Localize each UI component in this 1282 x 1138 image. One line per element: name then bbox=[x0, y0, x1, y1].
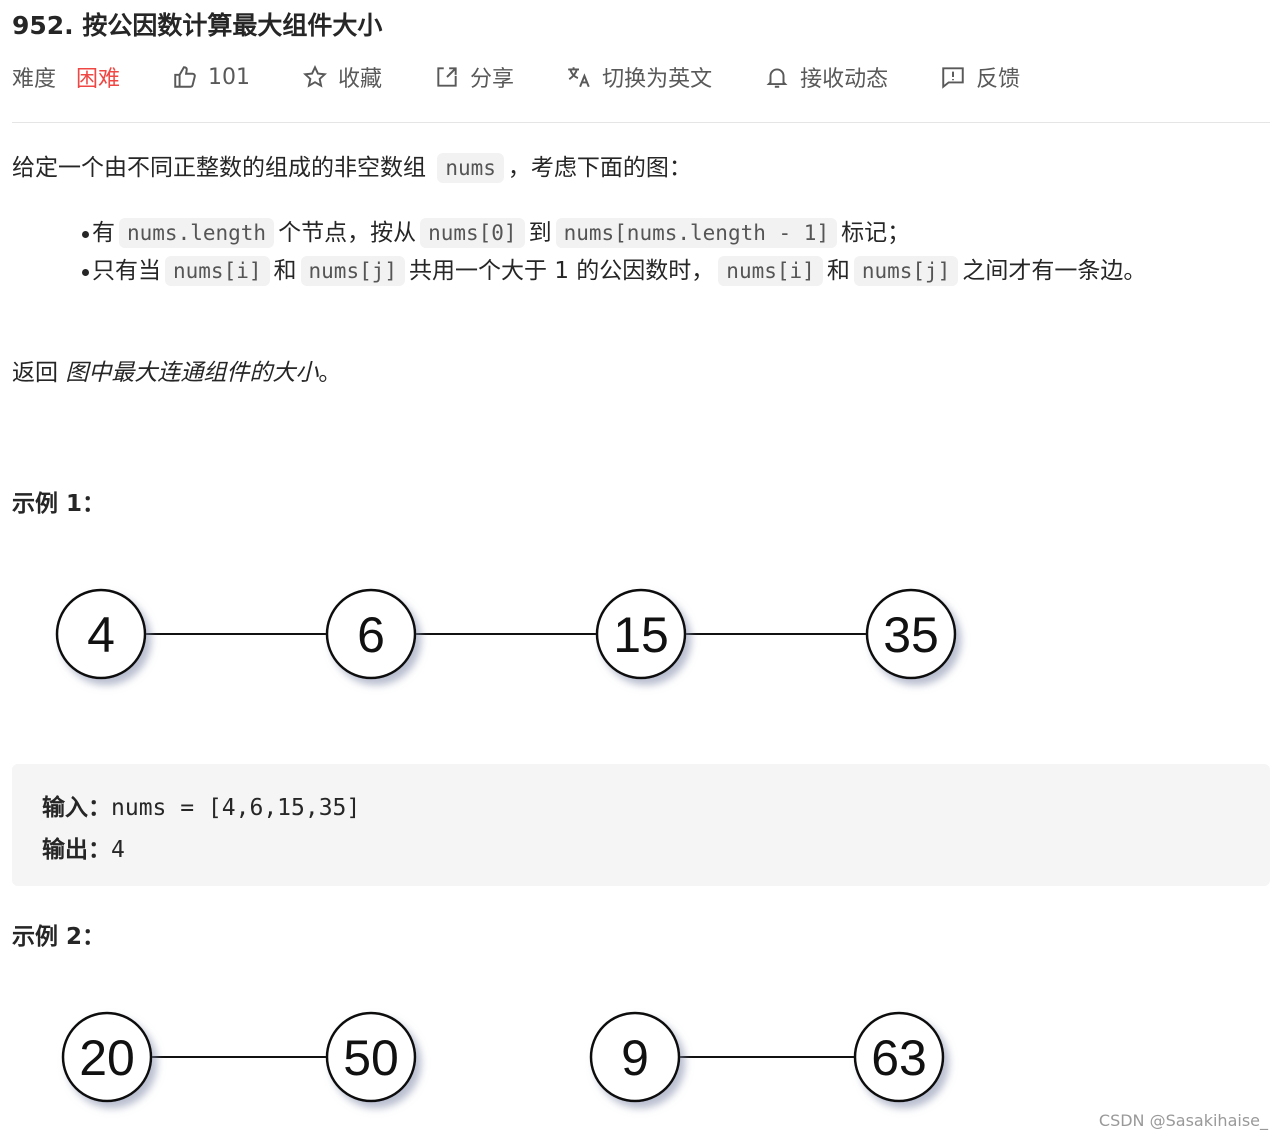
graph-node bbox=[325, 1011, 417, 1103]
code: nums[j] bbox=[300, 256, 406, 286]
divider bbox=[12, 122, 1270, 123]
subscribe-button[interactable]: 接收动态 bbox=[764, 61, 888, 93]
text: 有 bbox=[92, 220, 115, 246]
subscribe-label: 接收动态 bbox=[800, 67, 889, 92]
favorite-label: 收藏 bbox=[338, 67, 383, 92]
code: nums[i] bbox=[718, 256, 823, 286]
text: 。 bbox=[318, 360, 342, 386]
feedback-icon bbox=[942, 67, 964, 89]
like-count: 101 bbox=[208, 64, 251, 90]
example-2-graph: 20 50 9 63 bbox=[61, 1011, 945, 1103]
output-value: 4 bbox=[111, 837, 125, 863]
graph-node-label: 9 bbox=[621, 1030, 649, 1086]
example-1-heading: 示例 1： bbox=[12, 491, 106, 517]
text: ，考虑下面的图： bbox=[507, 155, 692, 181]
code: nums[nums.length - 1] bbox=[555, 218, 838, 248]
text: 标记； bbox=[841, 220, 911, 246]
return-statement: 返回 图中最大连通组件的大小。 bbox=[12, 354, 341, 392]
graph-node-label: 4 bbox=[87, 607, 115, 663]
difficulty: 难度困难 bbox=[12, 61, 120, 93]
graph-node bbox=[325, 588, 417, 680]
code: nums[0] bbox=[420, 218, 525, 248]
graph-node bbox=[61, 1011, 153, 1103]
graph-node-label: 63 bbox=[871, 1030, 927, 1086]
graph-node bbox=[865, 588, 957, 680]
like-button[interactable]: 101 bbox=[172, 64, 250, 90]
code: nums.length bbox=[119, 218, 275, 248]
example-1-code-block: 输入：nums = [4,6,15,35] 输出：4 bbox=[12, 764, 1270, 886]
text: 个节点，按从 bbox=[278, 220, 417, 246]
star-icon bbox=[303, 64, 328, 88]
graph-node bbox=[853, 1011, 945, 1103]
input-value: nums = [4,6,15,35] bbox=[111, 795, 361, 821]
graph-node-label: 6 bbox=[357, 607, 385, 663]
text: 共用一个大于 1 的公因数时， bbox=[409, 258, 715, 284]
example-input: 输入：nums = [4,6,15,35] bbox=[42, 788, 360, 822]
watermark: CSDN @Sasakihaise_ bbox=[1098, 1111, 1268, 1130]
problem-title: 952. 按公因数计算最大组件大小 bbox=[12, 11, 383, 40]
feedback-label: 反馈 bbox=[976, 67, 1021, 92]
text: 和 bbox=[273, 258, 297, 284]
favorite-button[interactable]: 收藏 bbox=[302, 61, 382, 93]
difficulty-label: 难度 bbox=[12, 67, 57, 92]
example-output: 输出：4 bbox=[42, 830, 125, 864]
graph-node-label: 50 bbox=[343, 1030, 399, 1086]
share-icon bbox=[437, 67, 457, 87]
text: 之间才有一条边。 bbox=[962, 258, 1147, 284]
graph-node bbox=[595, 588, 687, 680]
example-1-graph: 4 6 15 35 bbox=[55, 588, 957, 680]
switch-language-label: 切换为英文 bbox=[602, 67, 713, 92]
emphasis: 图中最大连通组件的大小 bbox=[65, 360, 319, 386]
description-intro: 给定一个由不同正整数的组成的非空数组 nums，考虑下面的图： bbox=[12, 149, 692, 187]
text: 给定一个由不同正整数的组成的非空数组 bbox=[12, 155, 426, 181]
graph-node bbox=[589, 1011, 681, 1103]
example-2-heading: 示例 2： bbox=[12, 924, 106, 950]
text: 只有当 bbox=[92, 258, 161, 284]
graph-node bbox=[55, 588, 147, 680]
input-label: 输入： bbox=[42, 795, 111, 821]
graph-node-label: 35 bbox=[883, 607, 939, 663]
code: nums[i] bbox=[165, 256, 270, 286]
code: nums bbox=[437, 153, 504, 183]
text: 和 bbox=[826, 258, 850, 284]
difficulty-badge: 困难 bbox=[76, 67, 121, 92]
feedback-button[interactable]: 反馈 bbox=[940, 61, 1020, 93]
thumbs-up-icon bbox=[174, 66, 196, 88]
code: nums[j] bbox=[853, 256, 959, 286]
share-label: 分享 bbox=[470, 67, 515, 92]
switch-language-button[interactable]: 切换为英文 bbox=[566, 61, 712, 93]
share-button[interactable]: 分享 bbox=[434, 61, 514, 93]
meta-bar: 难度困难 101 收藏 分享 切换为英文 接收动态 反馈 bbox=[12, 60, 1072, 94]
translate-icon bbox=[568, 67, 590, 88]
output-label: 输出： bbox=[42, 837, 111, 863]
bell-icon bbox=[766, 68, 788, 88]
text: 到 bbox=[528, 220, 552, 246]
graph-node-label: 15 bbox=[613, 607, 669, 663]
text: 返回 bbox=[12, 360, 58, 386]
graph-node-label: 20 bbox=[79, 1030, 135, 1086]
